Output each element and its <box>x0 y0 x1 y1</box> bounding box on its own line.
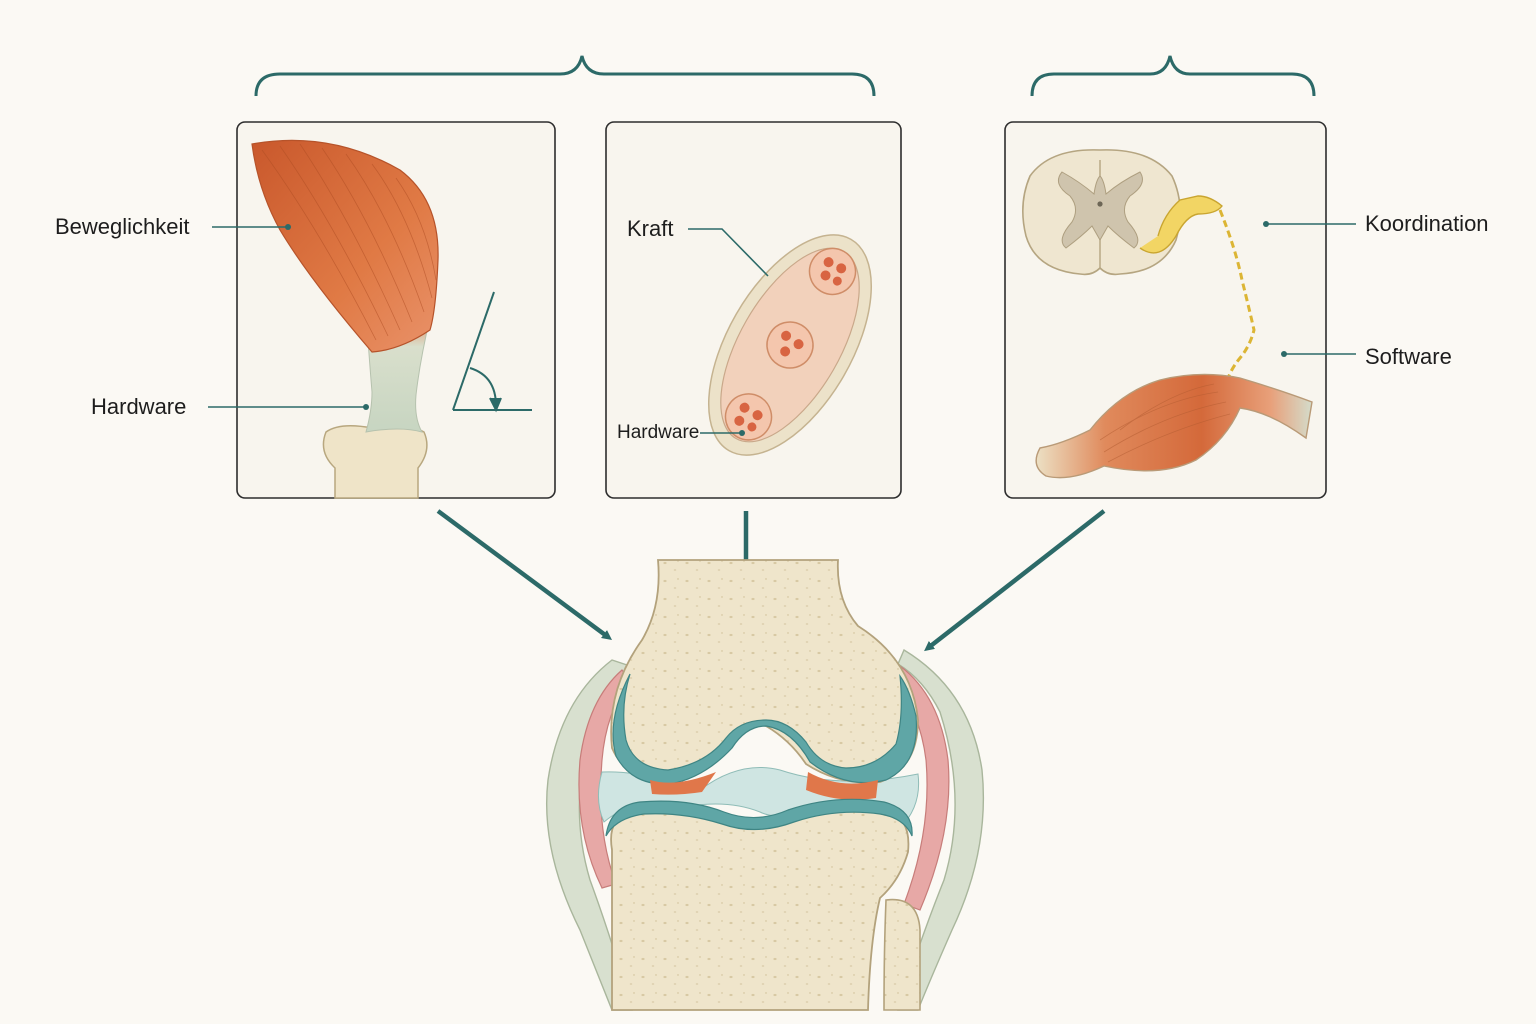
femur-cartilage <box>612 673 918 785</box>
muscle-belly <box>251 139 439 353</box>
femur <box>610 559 919 784</box>
label-hardware-2: Hardware <box>617 422 700 443</box>
muscle-tendon <box>1035 373 1313 479</box>
label-strength: Kraft <box>627 216 674 241</box>
panel-mobility <box>208 121 556 499</box>
panel-coordination <box>1004 121 1356 499</box>
panel-strength <box>605 121 902 499</box>
brace-right <box>1030 55 1316 97</box>
bone-joint <box>322 424 428 499</box>
synovial-left <box>578 669 631 889</box>
tibia-cartilage <box>605 798 913 837</box>
arrow-left <box>436 509 613 640</box>
label-hardware-1: Hardware <box>91 394 187 419</box>
label-software: Software <box>1365 344 1452 369</box>
spinal-cord-cross-section <box>1022 149 1181 276</box>
label-mobility: Beweglichkeit <box>55 214 190 239</box>
muscle-cross-section <box>707 234 873 456</box>
tibia <box>610 804 910 1011</box>
angle-icon <box>452 291 532 413</box>
fibula <box>883 898 921 1011</box>
label-coordination: Koordination <box>1365 211 1489 236</box>
brace-left <box>254 55 876 97</box>
knee-joint <box>545 559 985 1011</box>
arrow-right <box>924 509 1106 652</box>
